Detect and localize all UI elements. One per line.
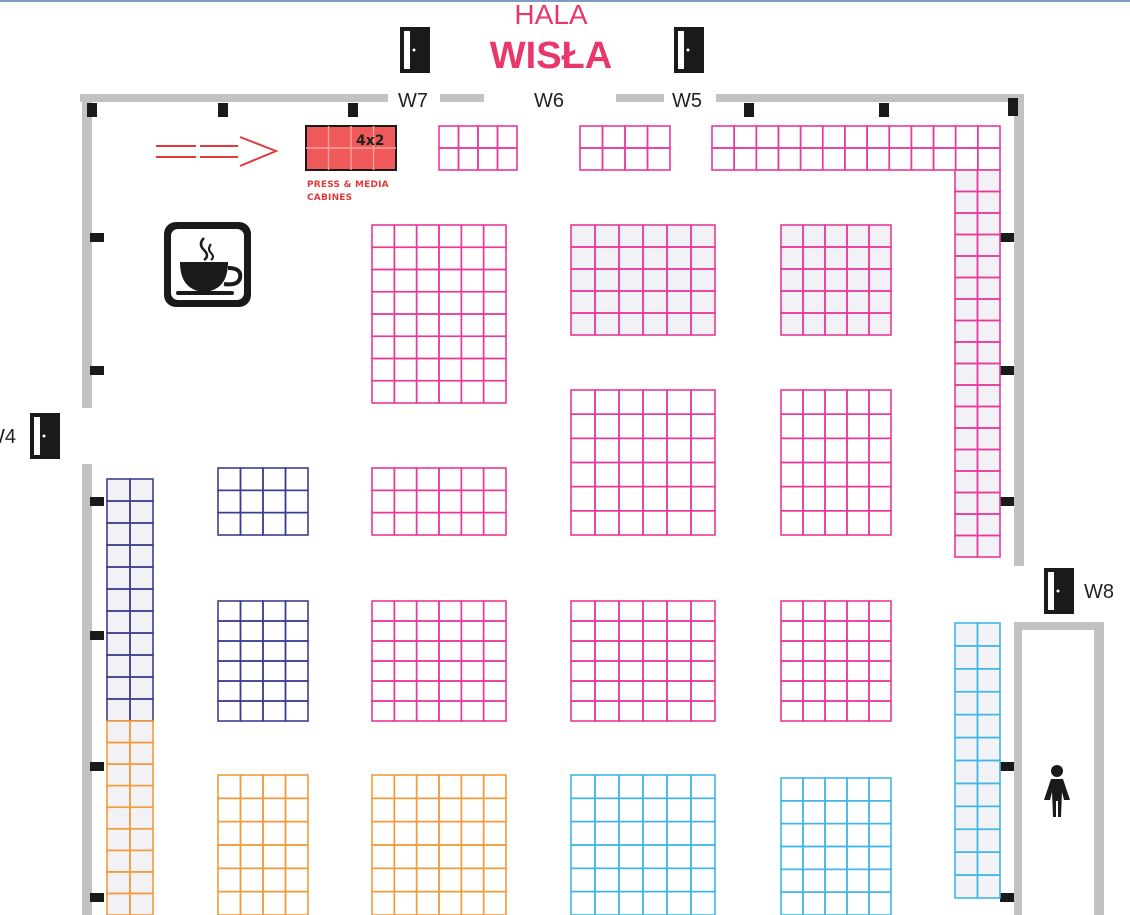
booth-cell bbox=[976, 874, 1001, 899]
booth-block bbox=[954, 169, 1001, 558]
press-booth-size: 4x2 bbox=[356, 133, 385, 149]
booth-block bbox=[780, 389, 892, 536]
wall-pillar bbox=[1000, 497, 1014, 506]
exit-label-w8: W8 bbox=[1084, 581, 1114, 603]
hall-title-line1: HALA bbox=[514, 0, 587, 30]
wall-pillar bbox=[1000, 366, 1014, 375]
booth-block bbox=[438, 125, 518, 171]
wall-pillar bbox=[90, 893, 104, 902]
booth-block bbox=[371, 224, 507, 404]
top-frame-line bbox=[0, 0, 1130, 2]
booth-block bbox=[570, 600, 716, 722]
booth-cell bbox=[496, 147, 518, 171]
booth-block bbox=[780, 600, 892, 722]
coffee-cup-icon bbox=[164, 222, 251, 307]
booth-cell bbox=[482, 700, 507, 722]
booth-cell bbox=[868, 312, 892, 336]
booth-cell bbox=[482, 379, 507, 404]
booth-cell bbox=[690, 312, 716, 336]
booth-block bbox=[711, 125, 1001, 171]
wall-pillar bbox=[879, 103, 889, 117]
exit-label-w5: W5 bbox=[672, 90, 702, 112]
wall-pillar bbox=[87, 103, 97, 117]
wall-pillar bbox=[348, 103, 358, 117]
hall-title-line2: WISŁA bbox=[490, 35, 612, 77]
door-icon bbox=[400, 27, 430, 73]
press-caption-line2: CABINES bbox=[307, 193, 352, 203]
booth-block bbox=[570, 389, 716, 536]
wall-pillar bbox=[90, 233, 104, 242]
exit-label-w4: W4 bbox=[0, 426, 16, 448]
booth-cell bbox=[690, 510, 716, 536]
wall-pillar bbox=[1000, 233, 1014, 242]
wall-pillar bbox=[90, 762, 104, 771]
booth-cell bbox=[129, 892, 154, 915]
booth-block bbox=[106, 478, 154, 722]
press-caption-line1: PRESS & MEDIA bbox=[307, 180, 389, 190]
booth-cell bbox=[868, 700, 892, 722]
door-icon bbox=[30, 413, 60, 459]
booth-block bbox=[570, 774, 716, 915]
wall-pillars bbox=[87, 98, 1018, 902]
booth-block bbox=[570, 224, 716, 336]
booth-cell bbox=[284, 511, 309, 536]
booth-cell bbox=[976, 534, 1001, 558]
booth-block bbox=[217, 774, 309, 915]
wall-pillar bbox=[1000, 893, 1014, 902]
press-media-booth bbox=[305, 125, 397, 171]
booth-block bbox=[217, 467, 309, 536]
wall-pillar bbox=[90, 366, 104, 375]
hall-walls bbox=[80, 94, 1104, 915]
booth-block bbox=[954, 622, 1001, 899]
door-icon bbox=[1044, 568, 1074, 614]
woman-restroom-icon bbox=[1044, 765, 1070, 817]
booth-block bbox=[371, 774, 507, 915]
wall-pillar bbox=[744, 103, 754, 117]
wall-pillar bbox=[1000, 762, 1014, 771]
wall-pillar bbox=[90, 497, 104, 506]
booth-cell bbox=[284, 700, 309, 722]
booth-cell bbox=[868, 510, 892, 536]
exit-label-w7: W7 bbox=[398, 90, 428, 112]
double-arrow-icon bbox=[156, 136, 279, 167]
booth-block bbox=[371, 600, 507, 722]
booth-block bbox=[780, 224, 892, 336]
booth-cell bbox=[646, 147, 671, 171]
booth-block bbox=[106, 720, 154, 915]
booth-block bbox=[780, 777, 892, 915]
wall-pillar bbox=[1008, 98, 1018, 116]
wall-pillar bbox=[218, 103, 228, 117]
booth-block bbox=[371, 467, 507, 536]
booth-cell bbox=[690, 700, 716, 722]
booth-grids bbox=[106, 125, 1001, 915]
exit-label-w6: W6 bbox=[534, 90, 564, 112]
booth-block bbox=[579, 125, 671, 171]
booth-cell bbox=[482, 511, 507, 536]
wall-pillar bbox=[90, 631, 104, 640]
door-icon bbox=[674, 27, 704, 73]
booth-block bbox=[217, 600, 309, 722]
